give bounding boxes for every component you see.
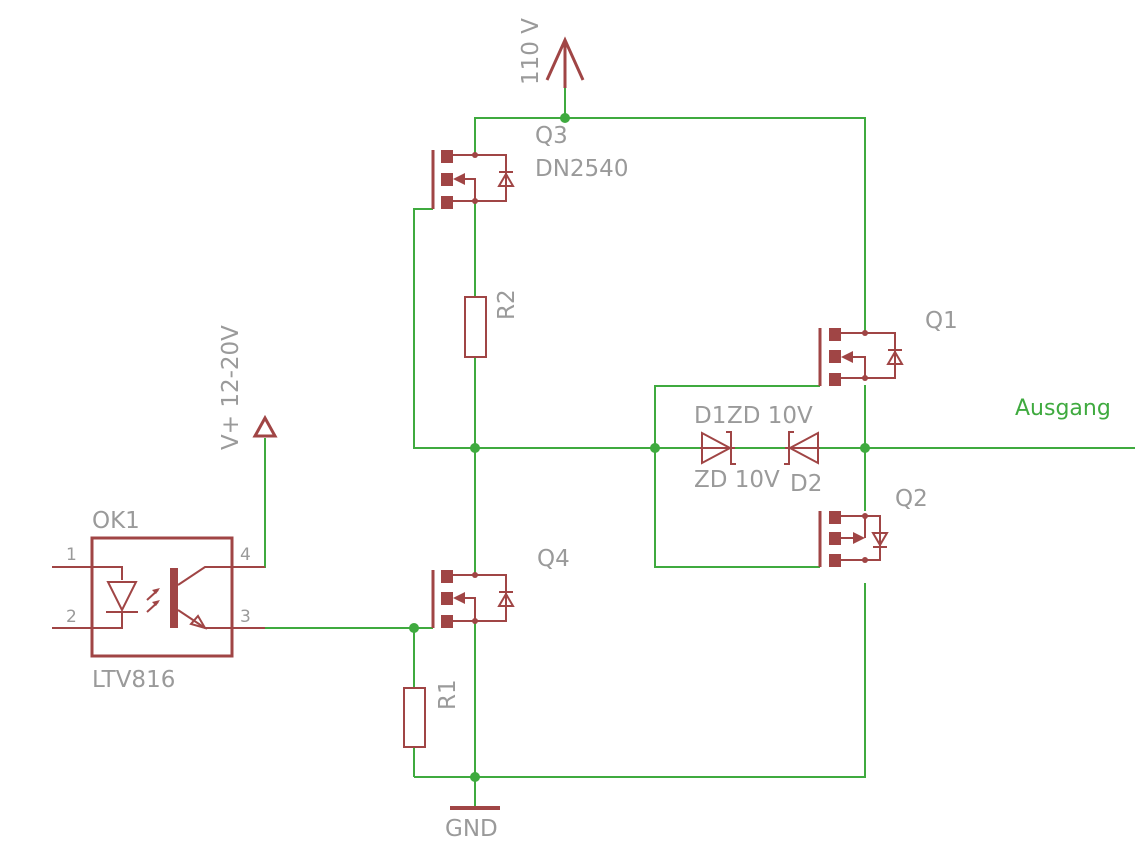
junctions <box>409 113 870 782</box>
label-ok1-pin2: 2 <box>66 607 77 627</box>
junction-output <box>860 443 870 453</box>
mosfet-q1 <box>818 328 904 386</box>
label-ok1-value: LTV816 <box>92 667 175 693</box>
supply-vplus-icon <box>252 414 278 438</box>
label-r1: R1 <box>435 679 461 710</box>
label-ok1-pin1: 1 <box>66 545 77 565</box>
wire-top-rail-horizontal <box>474 117 866 333</box>
wire-q1-gate <box>654 385 820 568</box>
junction-top <box>560 113 570 123</box>
label-110v: 110 V <box>518 18 544 85</box>
label-q4-name: Q4 <box>537 546 570 572</box>
label-q3-value: DN2540 <box>535 156 628 182</box>
zener-d1 <box>700 431 736 465</box>
label-ok1-pin4: 4 <box>240 545 251 565</box>
junction-ground <box>470 772 480 782</box>
label-ok1-pin3: 3 <box>240 607 251 627</box>
zener-d2 <box>784 431 820 465</box>
label-d1-value: ZD 10V <box>694 467 780 493</box>
mosfet-q2 <box>818 511 889 567</box>
mosfet-q3 <box>431 150 515 209</box>
junction-q4-gate <box>409 623 419 633</box>
label-d2-name: D2 <box>790 471 822 497</box>
wires <box>232 88 1135 807</box>
label-q2-name: Q2 <box>895 486 928 512</box>
mosfet-q4 <box>431 570 515 628</box>
label-q1-name: Q1 <box>925 308 958 334</box>
label-q3-name: Q3 <box>535 123 568 149</box>
label-d1-name: D1 <box>694 403 726 429</box>
resistor-r1 <box>403 687 426 748</box>
junction-mid <box>470 443 480 453</box>
label-d2-value: ZD 10V <box>727 403 813 429</box>
label-ok1-name: OK1 <box>92 508 140 534</box>
supply-110v-icon <box>545 36 585 88</box>
label-r2: R2 <box>494 289 520 320</box>
junction-gate <box>650 443 660 453</box>
optocoupler-ok1 <box>52 536 265 658</box>
resistor-r2 <box>464 296 487 358</box>
net-label-output: Ausgang <box>1015 396 1111 421</box>
label-vplus: V+ 12-20V <box>218 325 244 450</box>
wire-q3-gate <box>413 208 475 449</box>
wire-ground-rail <box>414 583 866 778</box>
label-gnd: GND <box>445 816 498 842</box>
